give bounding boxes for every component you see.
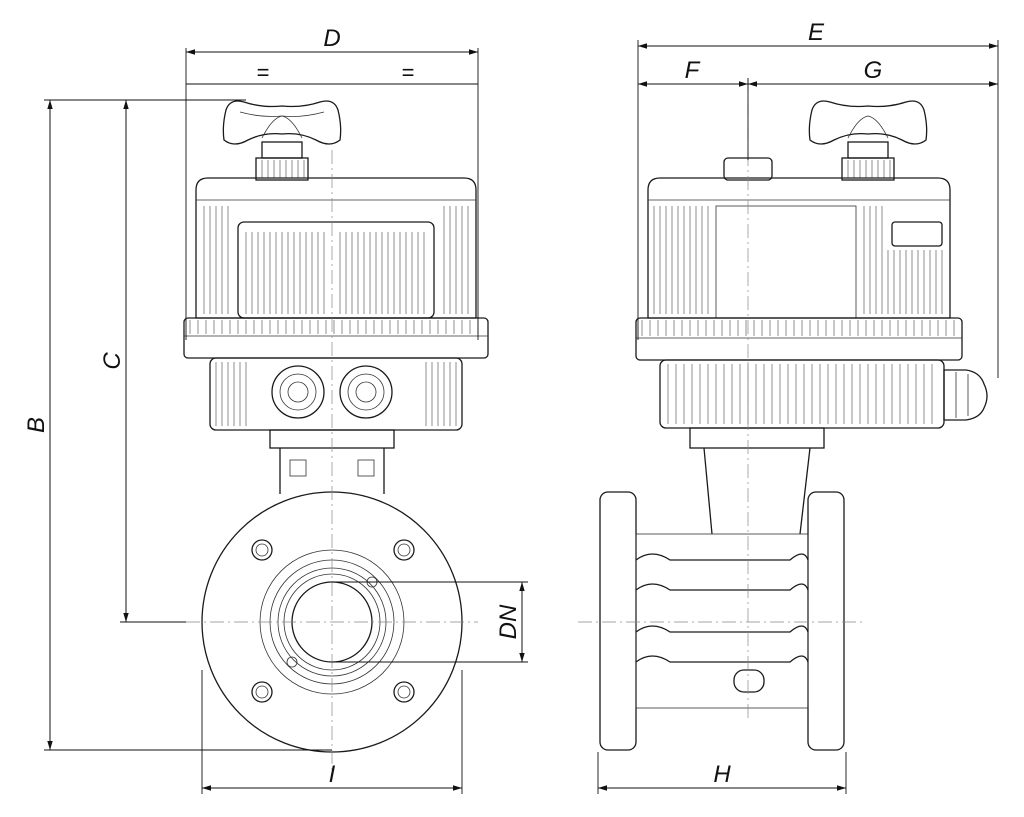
dimension-lines	[44, 40, 999, 794]
cable-gland-right	[339, 365, 393, 419]
side-knurled-ring	[635, 317, 963, 361]
dim-label-equal-left: =	[257, 60, 270, 85]
flange-bolt-holes	[251, 539, 415, 703]
side-cable-gland	[943, 369, 988, 421]
front-knurled-ring	[183, 317, 489, 359]
dim-label-f: F	[685, 57, 701, 84]
dim-label-h: H	[713, 761, 731, 788]
dim-label-g: G	[864, 57, 883, 84]
front-view	[183, 100, 489, 770]
dim-label-i: I	[329, 761, 336, 788]
dimension-labels: D = = E F G B C DN I H	[23, 19, 882, 788]
cable-gland-left	[271, 365, 325, 419]
side-handwheel	[723, 100, 928, 181]
dim-label-c: C	[99, 352, 126, 370]
front-handwheel	[222, 100, 342, 181]
side-lower-housing	[659, 359, 988, 535]
front-lower-housing	[209, 357, 463, 494]
side-valve-body	[599, 491, 845, 751]
dim-label-d: D	[323, 25, 340, 52]
front-actuator-cover	[195, 177, 477, 319]
dim-label-b: B	[23, 417, 50, 433]
dim-label-dn: DN	[495, 604, 522, 639]
dim-label-e: E	[808, 19, 825, 46]
dim-label-equal-right: =	[402, 60, 415, 85]
side-view	[578, 80, 988, 751]
side-actuator-cover	[647, 177, 951, 319]
